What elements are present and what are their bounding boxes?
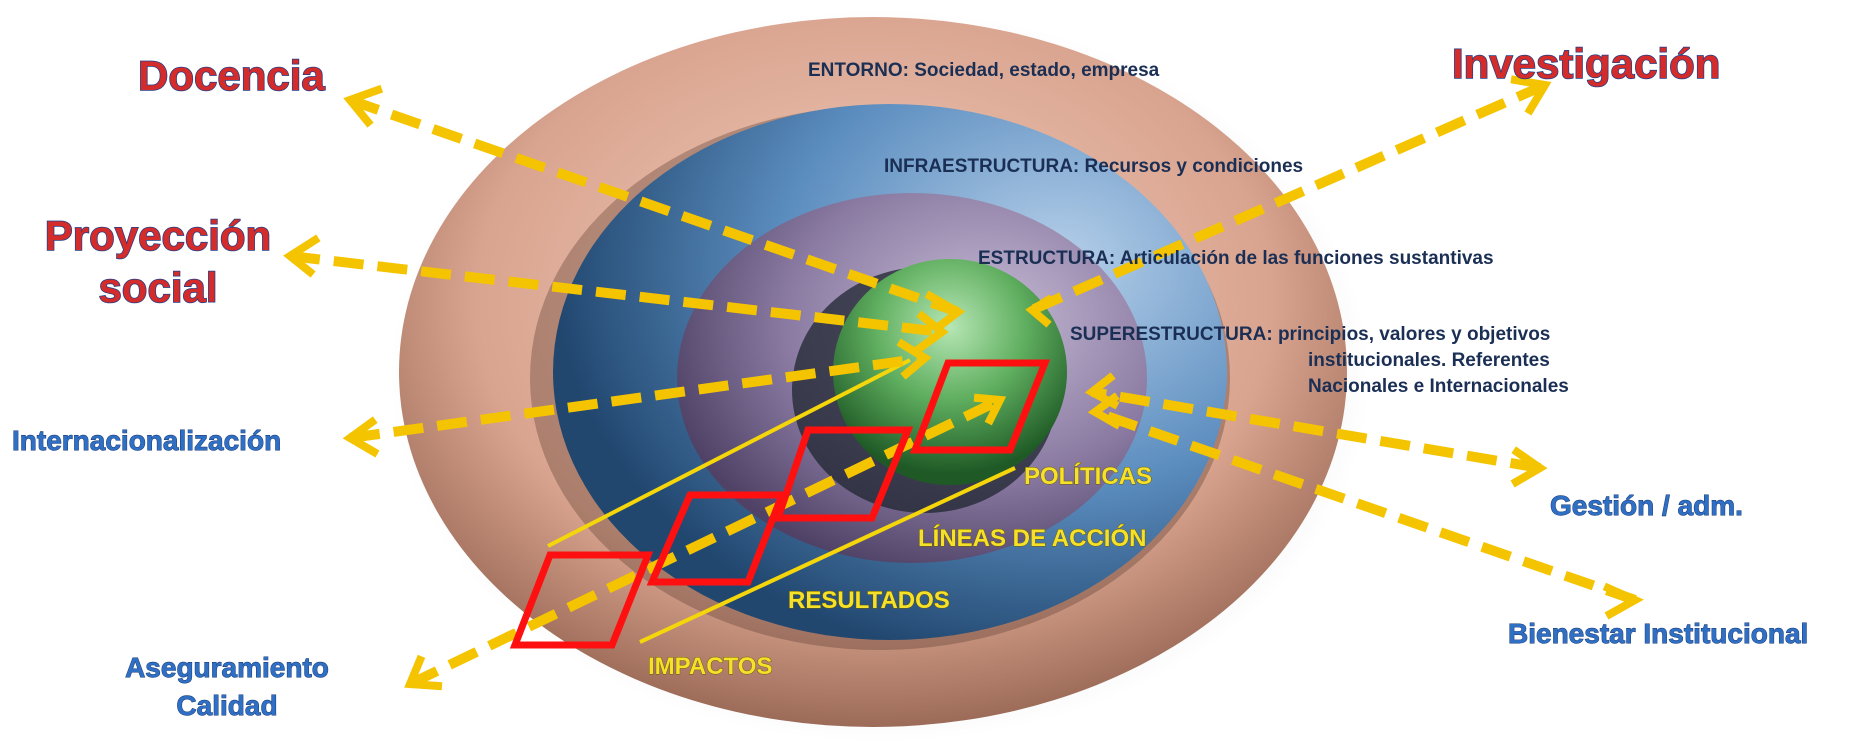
aseguramiento-label-line2: Calidad: [176, 690, 277, 721]
arrowhead-icon: [914, 310, 949, 354]
arrowhead-icon: [924, 290, 966, 334]
funnel-lower-line: [639, 466, 1016, 644]
bienestar-label: Bienestar Institucional: [1508, 618, 1808, 649]
resultados-label: RESULTADOS: [788, 587, 950, 614]
superestructura-label-line1: SUPERESTRUCTURA: principios, valores y o…: [1070, 324, 1550, 345]
arrowhead-icon: [1025, 294, 1054, 328]
superestructura-label-line2: institucionales. Referentes: [1308, 350, 1550, 371]
infraestructura-label: INFRAESTRUCTURA: Recursos y condiciones: [884, 156, 1303, 177]
dashed-arrows: [289, 80, 1637, 689]
arrow-proyeccion: [289, 251, 943, 337]
internacionalizacion-label: Internacionalización: [12, 425, 281, 456]
arrowhead-icon: [342, 416, 380, 458]
estructura-label: ESTRUCTURA: Articulación de las funcione…: [978, 248, 1494, 269]
level-step-lineas: [773, 426, 914, 522]
investigacion-label: Investigación: [1452, 40, 1720, 87]
arrowhead-icon: [404, 654, 443, 691]
arrow-internacionalizacion: [349, 353, 926, 443]
arrowhead-icon: [1087, 392, 1122, 430]
superestructura-label-line3: Nacionales e Internacionales: [1308, 376, 1569, 397]
aseguramiento-label-line1: Aseguramiento: [125, 652, 329, 683]
arrowhead-icon: [1510, 446, 1548, 488]
entorno-label: ENTORNO: Sociedad, estado, empresa: [808, 60, 1160, 81]
funnel-lines: [547, 358, 1016, 644]
level-step-impactos: [509, 551, 654, 649]
impactos-label: IMPACTOS: [648, 653, 772, 680]
arrowhead-icon: [973, 393, 1007, 426]
level-step-politicas: [909, 359, 1051, 454]
proyeccion-label-line1: Proyección: [45, 212, 271, 259]
funnel-upper-line: [547, 358, 911, 548]
arrow-heads: [283, 75, 1644, 691]
arrowhead-icon: [343, 84, 384, 128]
level-step-resultados: [646, 491, 788, 586]
arrowhead-icon: [1602, 582, 1644, 620]
arrowhead-icon: [283, 234, 321, 278]
arrowhead-icon: [896, 338, 932, 380]
gestion-label: Gestión / adm.: [1550, 490, 1743, 521]
lineas-label: LÍNEAS DE ACCIÓN: [918, 524, 1146, 552]
docencia-label: Docencia: [138, 52, 325, 99]
arrow-bienestar: [1093, 407, 1637, 605]
politicas-label: POLÍTICAS: [1024, 462, 1152, 490]
proyeccion-label-line2: social: [98, 264, 217, 311]
arrowhead-icon: [1510, 75, 1552, 116]
arrow-docencia: [348, 95, 960, 317]
level-steps: [509, 359, 1051, 649]
arrow-investigacion: [1029, 80, 1548, 315]
arrow-gestion: [1091, 387, 1541, 473]
